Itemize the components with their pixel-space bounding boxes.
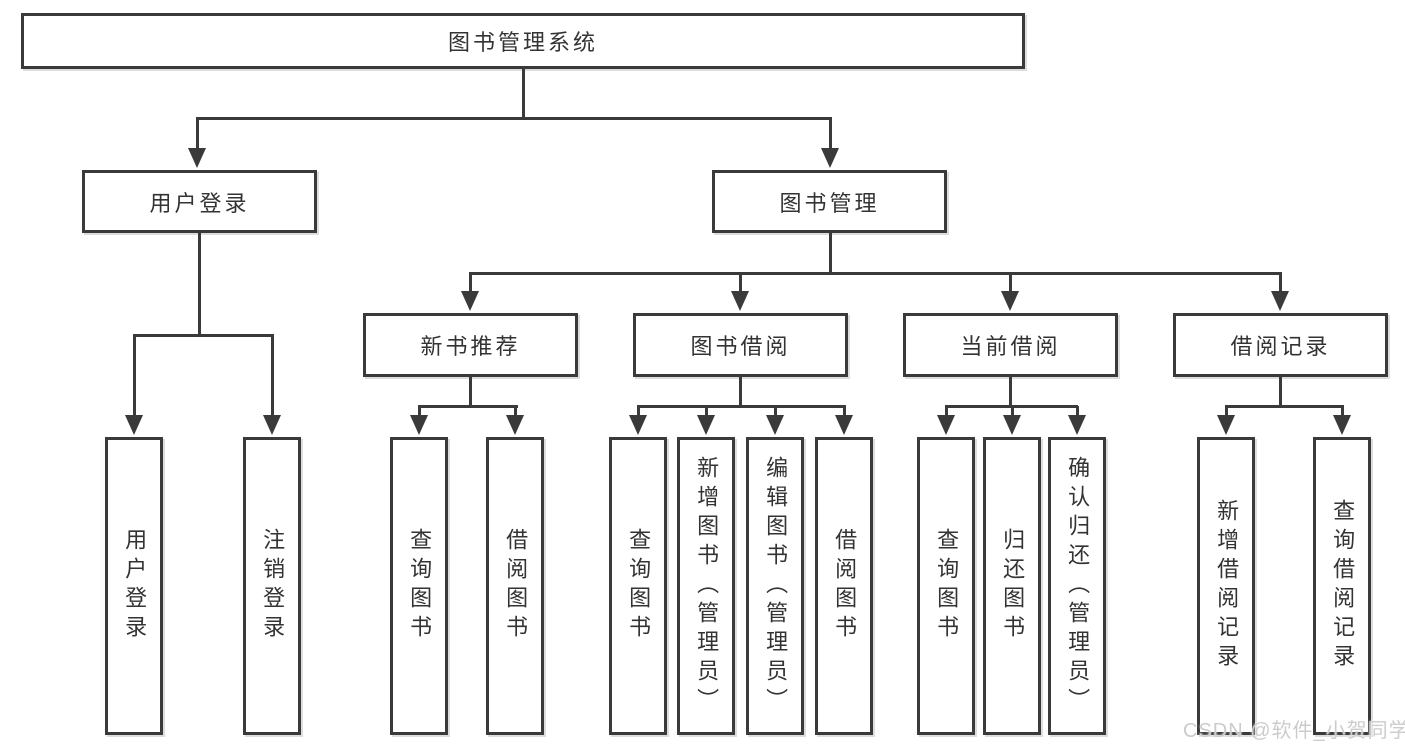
connector [829, 233, 832, 274]
arrow-down-icon [1333, 415, 1351, 435]
leaf-borrow-add-books-admin-label: 新增图书（管理员） [694, 455, 720, 717]
arrow-down-icon [1003, 415, 1021, 435]
leaf-current-confirm-return-admin-label: 确认归还（管理员） [1065, 455, 1091, 717]
node-root: 图书管理系统 [21, 13, 1025, 69]
connector [1341, 406, 1344, 418]
leaf-records-query-record-label: 查询借阅记录 [1330, 499, 1356, 673]
connector [945, 406, 948, 418]
connector [1011, 406, 1014, 418]
leaf-records-add-record-label: 新增借阅记录 [1214, 499, 1240, 673]
leaf-recommend-borrow-books-label: 借阅图书 [503, 528, 529, 644]
watermark: CSDN @软件_小贺同学 [1183, 720, 1405, 742]
arrow-down-icon [1217, 415, 1235, 435]
connector [522, 69, 525, 118]
node-new-book-recommend-label: 新书推荐 [420, 334, 521, 359]
leaf-current-query-books: 查询图书 [917, 437, 975, 735]
node-borrow-records-label: 借阅记录 [1230, 334, 1331, 359]
node-user-login: 用户登录 [82, 170, 317, 233]
node-borrow-records: 借阅记录 [1173, 313, 1388, 377]
node-current-borrow-label: 当前借阅 [960, 334, 1061, 359]
connector [271, 335, 274, 418]
connector [1009, 377, 1012, 407]
leaf-borrow-borrow-books: 借阅图书 [815, 437, 873, 735]
arrow-down-icon [410, 415, 428, 435]
connector [196, 118, 199, 150]
leaf-logout-label: 注销登录 [260, 528, 286, 644]
connector [133, 335, 136, 418]
arrow-down-icon [263, 415, 281, 435]
leaf-borrow-add-books-admin: 新增图书（管理员） [677, 437, 735, 735]
connector [774, 406, 777, 418]
connector [1076, 406, 1079, 418]
leaf-current-query-books-label: 查询图书 [934, 528, 960, 644]
connector [1225, 406, 1228, 418]
leaf-recommend-query-books: 查询图书 [390, 437, 448, 735]
leaf-borrow-edit-books-admin: 编辑图书（管理员） [746, 437, 804, 735]
arrow-down-icon [188, 148, 206, 168]
leaf-current-return-books: 归还图书 [983, 437, 1041, 735]
connector [418, 406, 421, 418]
node-book-borrow: 图书借阅 [633, 313, 848, 377]
connector [196, 117, 832, 120]
leaf-current-confirm-return-admin: 确认归还（管理员） [1048, 437, 1106, 735]
node-user-login-label: 用户登录 [149, 190, 250, 216]
arrow-down-icon [506, 415, 524, 435]
leaf-borrow-query-books: 查询图书 [609, 437, 667, 735]
node-current-borrow: 当前借阅 [903, 313, 1118, 377]
leaf-records-query-record: 查询借阅记录 [1313, 437, 1371, 735]
connector [739, 377, 742, 407]
leaf-recommend-query-books-label: 查询图书 [407, 528, 433, 644]
arrow-down-icon [1001, 291, 1019, 311]
leaf-borrow-query-books-label: 查询图书 [626, 528, 652, 644]
arrow-down-icon [731, 291, 749, 311]
leaf-recommend-borrow-books: 借阅图书 [486, 437, 544, 735]
connector [1279, 377, 1282, 407]
connector [1225, 405, 1344, 408]
connector [418, 405, 518, 408]
connector [843, 406, 846, 418]
connector [469, 272, 1282, 275]
arrow-down-icon [835, 415, 853, 435]
connector [1009, 273, 1012, 295]
arrow-down-icon [766, 415, 784, 435]
node-book-management: 图书管理 [712, 170, 947, 233]
arrow-down-icon [461, 291, 479, 311]
arrow-down-icon [1271, 291, 1289, 311]
connector [637, 405, 846, 408]
connector [133, 334, 274, 337]
node-book-management-label: 图书管理 [779, 190, 880, 216]
leaf-records-add-record: 新增借阅记录 [1197, 437, 1255, 735]
arrow-down-icon [937, 415, 955, 435]
node-root-label: 图书管理系统 [447, 30, 598, 55]
arrow-down-icon [697, 415, 715, 435]
connector [705, 406, 708, 418]
leaf-current-return-books-label: 归还图书 [1000, 528, 1026, 644]
connector [514, 406, 517, 418]
arrow-down-icon [821, 148, 839, 168]
leaf-user-login: 用户登录 [105, 437, 163, 735]
connector [469, 377, 472, 407]
connector [1279, 273, 1282, 295]
node-book-borrow-label: 图书借阅 [690, 334, 791, 359]
connector [739, 273, 742, 295]
arrow-down-icon [1068, 415, 1086, 435]
arrow-down-icon [629, 415, 647, 435]
leaf-borrow-edit-books-admin-label: 编辑图书（管理员） [763, 455, 789, 717]
leaf-borrow-borrow-books-label: 借阅图书 [832, 528, 858, 644]
connector [637, 406, 640, 418]
leaf-user-login-label: 用户登录 [122, 528, 148, 644]
node-new-book-recommend: 新书推荐 [363, 313, 578, 377]
connector [829, 118, 832, 150]
leaf-logout: 注销登录 [243, 437, 301, 735]
connector [198, 233, 201, 336]
arrow-down-icon [125, 415, 143, 435]
connector [469, 273, 472, 295]
